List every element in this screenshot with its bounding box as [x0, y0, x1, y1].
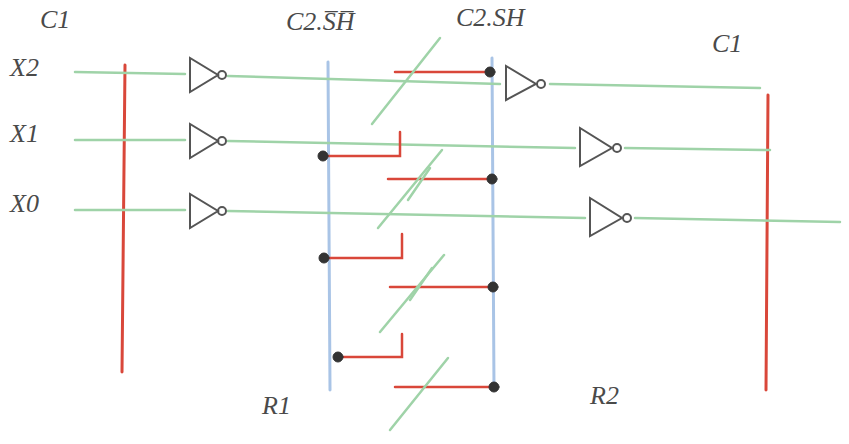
clock-line — [766, 95, 768, 390]
inverter-symbol — [190, 58, 631, 236]
clock-line — [122, 65, 125, 372]
signal-name: X2 — [10, 54, 39, 83]
contact-dot — [318, 67, 499, 392]
clock-label: C1 — [712, 30, 742, 59]
clock-line — [492, 58, 494, 388]
register-name: R1 — [262, 392, 291, 421]
clock-label: C1 — [40, 6, 70, 35]
register-name: R2 — [590, 382, 619, 411]
clock-label: C2.S̅H̅ — [286, 8, 355, 37]
signal-name: X0 — [10, 190, 39, 219]
clock-line — [328, 62, 330, 390]
channel-line — [372, 38, 448, 430]
gate-line — [328, 72, 494, 387]
signal-name: X1 — [10, 120, 39, 149]
clock-label: C2.SH — [456, 4, 525, 33]
